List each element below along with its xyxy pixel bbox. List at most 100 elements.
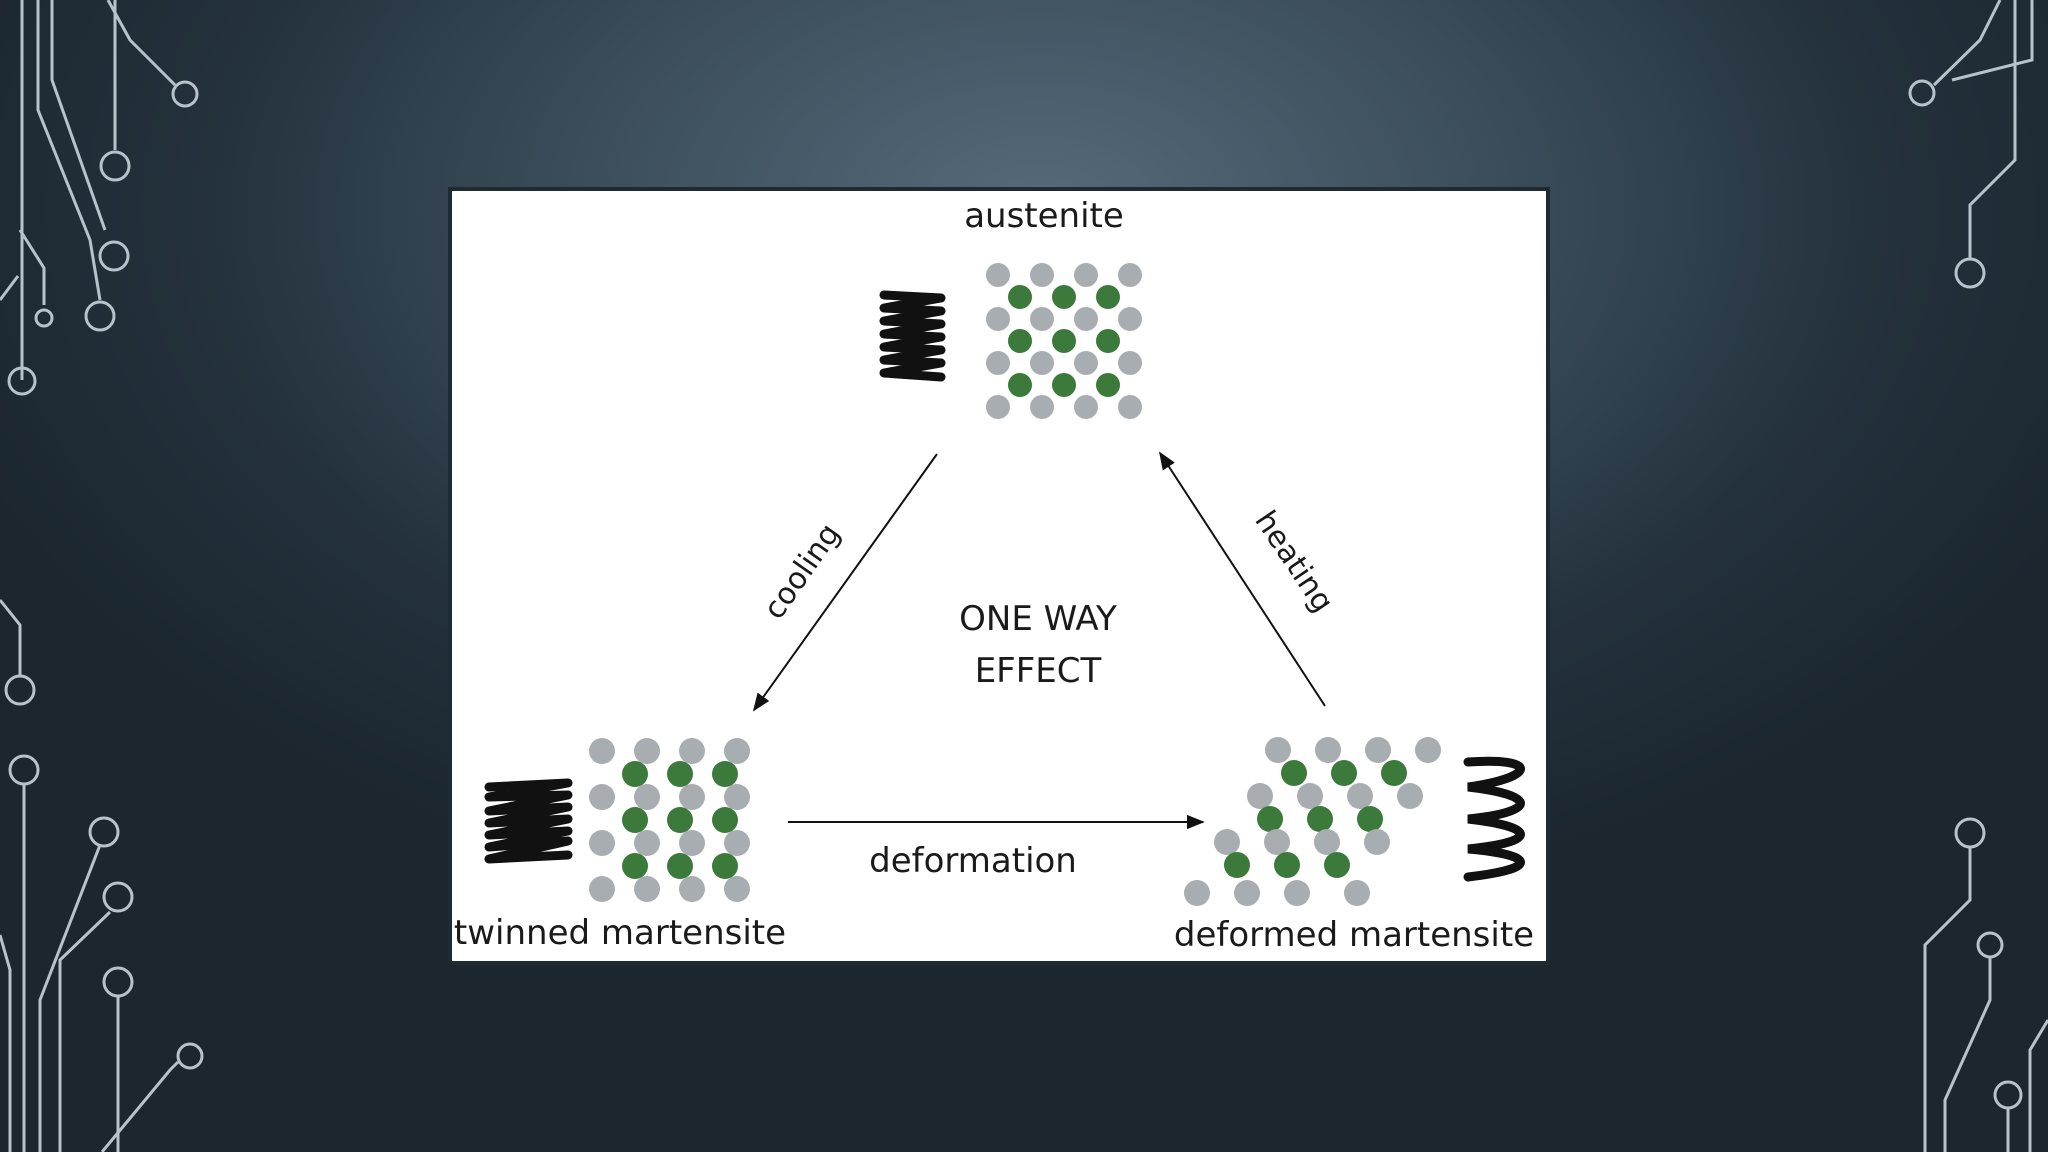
atom-green bbox=[1224, 852, 1250, 878]
deformation-transition: deformation bbox=[788, 814, 1205, 881]
atom-green bbox=[1008, 285, 1032, 309]
atom-gray bbox=[1297, 783, 1323, 809]
deformed-martensite-label: deformed martensite bbox=[1174, 915, 1534, 955]
atom-green bbox=[1052, 373, 1076, 397]
atom-green bbox=[667, 807, 693, 833]
twinned-martensite-label: twinned martensite bbox=[454, 913, 786, 953]
atom-gray bbox=[1074, 351, 1098, 375]
atom-green bbox=[1281, 760, 1307, 786]
atom-gray bbox=[1247, 783, 1273, 809]
atom-green bbox=[1096, 329, 1120, 353]
atom-gray bbox=[1397, 783, 1423, 809]
atom-gray bbox=[1284, 880, 1310, 906]
atom-green bbox=[622, 853, 648, 879]
austenite-spring-icon bbox=[879, 290, 946, 382]
atom-gray bbox=[634, 784, 660, 810]
atom-gray bbox=[1074, 395, 1098, 419]
atom-gray bbox=[1364, 829, 1390, 855]
atom-green bbox=[667, 761, 693, 787]
heating-arrow bbox=[1159, 451, 1326, 707]
atom-gray bbox=[679, 876, 705, 902]
twinned-spring-icon bbox=[484, 778, 573, 864]
atom-gray bbox=[724, 876, 750, 902]
atom-green bbox=[712, 853, 738, 879]
atom-gray bbox=[589, 876, 615, 902]
atom-gray bbox=[679, 738, 705, 764]
atom-green bbox=[1357, 806, 1383, 832]
atom-gray bbox=[1234, 880, 1260, 906]
atom-green bbox=[1331, 760, 1357, 786]
atom-green bbox=[1324, 852, 1350, 878]
atom-gray bbox=[634, 830, 660, 856]
shape-memory-diagram: austenite bbox=[454, 196, 1534, 955]
atom-green bbox=[622, 807, 648, 833]
atom-gray bbox=[589, 830, 615, 856]
atom-gray bbox=[724, 738, 750, 764]
atom-gray bbox=[1030, 351, 1054, 375]
atom-gray bbox=[986, 395, 1010, 419]
deformed-spring-icon bbox=[1463, 756, 1525, 882]
atom-green bbox=[1096, 373, 1120, 397]
atom-gray bbox=[1118, 395, 1142, 419]
atom-green bbox=[622, 761, 648, 787]
twinned-martensite-state: twinned martensite bbox=[454, 738, 786, 953]
atom-green bbox=[1096, 285, 1120, 309]
atom-green bbox=[1052, 329, 1076, 353]
atom-green bbox=[1381, 760, 1407, 786]
deformation-label: deformation bbox=[869, 841, 1077, 881]
atom-gray bbox=[1184, 880, 1210, 906]
austenite-state: austenite bbox=[879, 196, 1142, 419]
atom-gray bbox=[1118, 351, 1142, 375]
atom-green bbox=[712, 761, 738, 787]
heating-transition: heating bbox=[1159, 451, 1340, 707]
atom-gray bbox=[1214, 829, 1240, 855]
atom-green bbox=[1274, 852, 1300, 878]
atom-green bbox=[667, 853, 693, 879]
austenite-lattice bbox=[986, 263, 1142, 419]
atom-gray bbox=[1030, 307, 1054, 331]
atom-green bbox=[1008, 329, 1032, 353]
atom-green bbox=[1307, 806, 1333, 832]
atom-gray bbox=[1030, 395, 1054, 419]
atom-gray bbox=[679, 830, 705, 856]
atom-green bbox=[1257, 806, 1283, 832]
atom-gray bbox=[634, 738, 660, 764]
twinned-lattice bbox=[589, 738, 750, 902]
atom-gray bbox=[724, 830, 750, 856]
cooling-transition: cooling bbox=[752, 453, 938, 712]
atom-gray bbox=[1314, 829, 1340, 855]
cooling-label: cooling bbox=[757, 517, 848, 625]
atom-gray bbox=[1074, 307, 1098, 331]
cooling-arrow bbox=[752, 453, 938, 712]
atom-gray bbox=[1030, 263, 1054, 287]
atom-green bbox=[712, 807, 738, 833]
atom-gray bbox=[1344, 880, 1370, 906]
deformed-lattice bbox=[1184, 737, 1441, 906]
atom-gray bbox=[1415, 737, 1441, 763]
atom-gray bbox=[634, 876, 660, 902]
atom-gray bbox=[1074, 263, 1098, 287]
effect-label-line-2: EFFECT bbox=[975, 651, 1102, 691]
atom-gray bbox=[589, 738, 615, 764]
austenite-label: austenite bbox=[964, 196, 1124, 236]
atom-green bbox=[1008, 373, 1032, 397]
atom-gray bbox=[1265, 737, 1291, 763]
deformed-martensite-state: deformed martensite bbox=[1174, 737, 1534, 955]
atom-gray bbox=[589, 784, 615, 810]
atom-gray bbox=[986, 307, 1010, 331]
atom-green bbox=[1052, 285, 1076, 309]
atom-gray bbox=[1264, 829, 1290, 855]
figure-panel: austenite bbox=[448, 187, 1550, 965]
atom-gray bbox=[1365, 737, 1391, 763]
atom-gray bbox=[1118, 263, 1142, 287]
atom-gray bbox=[986, 263, 1010, 287]
atom-gray bbox=[1118, 307, 1142, 331]
atom-gray bbox=[679, 784, 705, 810]
atom-gray bbox=[724, 784, 750, 810]
heating-label: heating bbox=[1247, 505, 1340, 619]
atom-gray bbox=[986, 351, 1010, 375]
atom-gray bbox=[1347, 783, 1373, 809]
effect-label-line-1: ONE WAY bbox=[959, 599, 1117, 639]
atom-gray bbox=[1315, 737, 1341, 763]
